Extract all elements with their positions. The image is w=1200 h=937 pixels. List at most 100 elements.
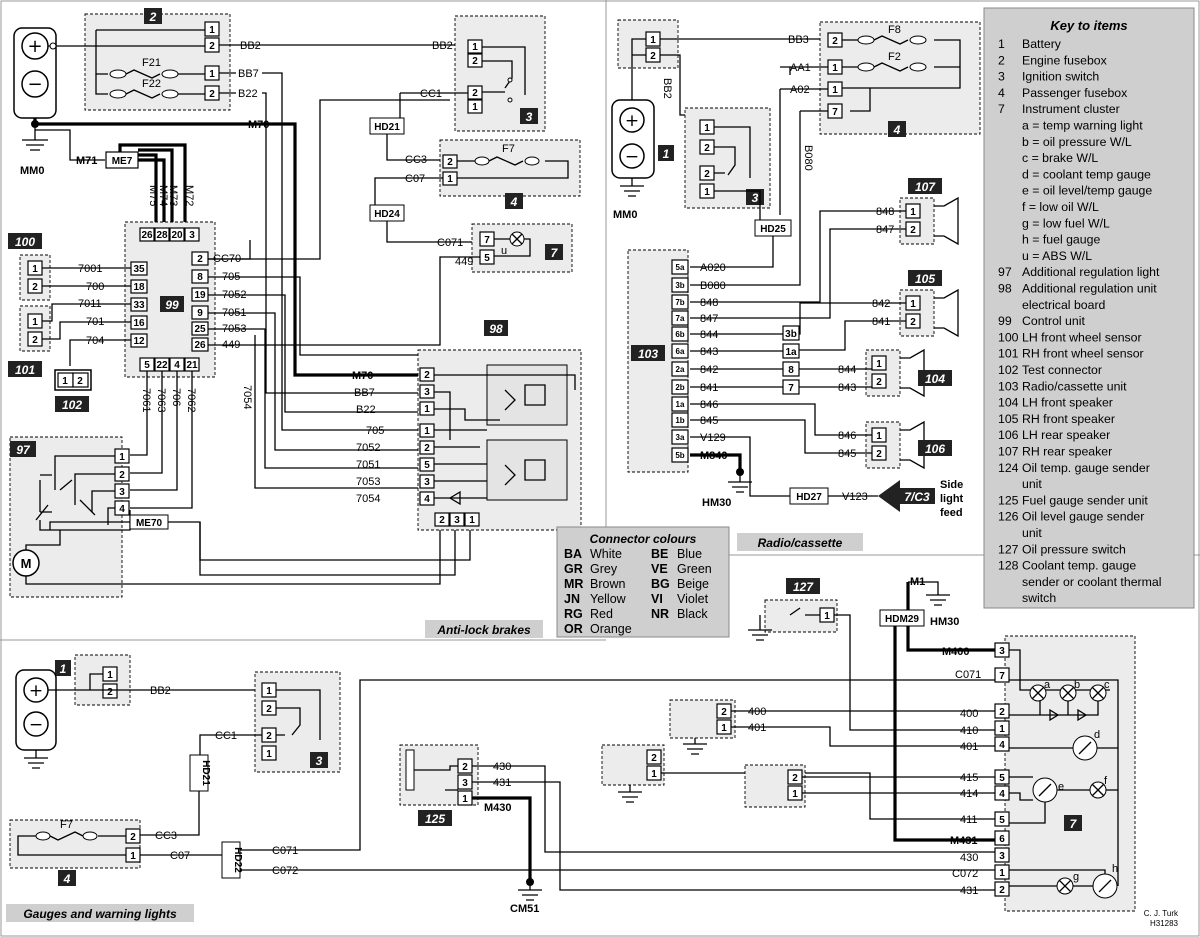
badge-4-text: 4 <box>510 195 518 209</box>
key-item-number: 127 <box>998 542 1019 556</box>
radio-wire-label: 842 <box>700 364 718 376</box>
cluster-pin <box>994 811 1010 827</box>
cluster-pin-label: 1 <box>999 724 1005 735</box>
svg-text:12: 12 <box>133 336 145 347</box>
badge-125-text: 125 <box>425 812 445 826</box>
svg-text:2: 2 <box>439 515 445 526</box>
svg-text:2: 2 <box>651 753 657 764</box>
svg-text:u: u <box>501 245 507 257</box>
key-item-text: RH front speaker <box>1022 412 1115 426</box>
svg-text:M70: M70 <box>352 370 373 382</box>
radio-wire-label: 847 <box>700 313 718 325</box>
cluster-pin <box>994 830 1010 846</box>
badge-99-text: 99 <box>165 298 179 312</box>
svg-text:7051: 7051 <box>222 307 246 319</box>
key-item-number: 99 <box>998 314 1012 328</box>
svg-text:1: 1 <box>107 670 113 681</box>
svg-text:BB2: BB2 <box>432 40 453 52</box>
radio-pin <box>671 396 689 412</box>
radio-wire-label: B080 <box>700 280 726 292</box>
svg-text:1: 1 <box>704 187 710 198</box>
key-item-number: 125 <box>998 493 1019 507</box>
key-item-text: d = coolant temp gauge <box>1022 167 1151 181</box>
svg-text:BB2: BB2 <box>150 685 171 697</box>
svg-text:M431: M431 <box>950 835 978 847</box>
svg-text:7001: 7001 <box>78 263 102 275</box>
svg-text:843: 843 <box>838 382 856 394</box>
svg-text:400: 400 <box>960 708 978 720</box>
radio-pin-label: 7a <box>676 314 685 323</box>
colour-code: RG <box>564 607 583 621</box>
svg-text:2: 2 <box>266 704 272 715</box>
svg-text:1: 1 <box>876 431 882 442</box>
svg-text:401: 401 <box>960 741 978 753</box>
cluster-pin <box>994 736 1010 752</box>
svg-text:7062: 7062 <box>185 388 197 412</box>
key-item-text: unit <box>1022 526 1042 540</box>
key-item-text: Test connector <box>1022 363 1102 377</box>
badge-105-text: 105 <box>915 272 935 286</box>
svg-text:401: 401 <box>748 722 766 734</box>
colour-name: Beige <box>677 577 709 591</box>
colour-name: White <box>590 547 622 561</box>
key-item-number: 103 <box>998 379 1019 393</box>
svg-text:7052: 7052 <box>356 442 380 454</box>
svg-text:1: 1 <box>704 123 710 134</box>
svg-text:F7: F7 <box>60 819 73 831</box>
svg-text:B22: B22 <box>356 404 376 416</box>
badge-7-gauges-text: 7 <box>1070 817 1078 831</box>
radio-pin-label: 5b <box>675 451 684 460</box>
badge-7c3-text: 7/C3 <box>904 490 930 504</box>
svg-text:1: 1 <box>32 264 38 275</box>
svg-text:1: 1 <box>447 174 453 185</box>
svg-text:2: 2 <box>119 470 125 481</box>
svg-text:−: − <box>29 715 43 735</box>
key-item-text: Instrument cluster <box>1022 102 1120 116</box>
badge-102-text: 102 <box>62 398 82 412</box>
svg-text:BB2: BB2 <box>240 40 261 52</box>
svg-text:21: 21 <box>186 360 198 371</box>
svg-text:7063: 7063 <box>155 388 167 412</box>
key-item-text: Oil temp. gauge sender <box>1022 461 1150 475</box>
svg-text:2: 2 <box>704 169 710 180</box>
key-item-number: 97 <box>998 265 1012 279</box>
cluster-pin-label: 2 <box>999 707 1005 718</box>
colour-code: OR <box>564 622 583 636</box>
radio-pin <box>671 326 689 342</box>
key-item-number: 98 <box>998 282 1012 296</box>
badge-98-text: 98 <box>489 322 503 336</box>
key-item-text: Radio/cassette unit <box>1022 379 1127 393</box>
key-item-text: LH front speaker <box>1022 396 1113 410</box>
colour-name: Orange <box>590 622 632 636</box>
svg-text:414: 414 <box>960 788 978 800</box>
svg-text:−: − <box>27 74 42 95</box>
cluster-pin-label: 4 <box>999 789 1005 800</box>
battery-1-radio: + − <box>611 99 655 179</box>
speaker-105-icon <box>934 288 959 338</box>
svg-text:3: 3 <box>462 778 468 789</box>
svg-text:3: 3 <box>189 230 195 241</box>
colour-code: MR <box>564 577 583 591</box>
svg-text:2: 2 <box>107 687 113 698</box>
svg-text:1: 1 <box>824 611 830 622</box>
svg-text:a: a <box>1044 679 1051 691</box>
badge-7-text: 7 <box>551 246 559 260</box>
svg-text:HD24: HD24 <box>374 209 400 220</box>
radio-pin <box>671 447 689 463</box>
key-item-text: Additional regulation unit <box>1022 282 1157 296</box>
svg-text:2: 2 <box>721 707 727 718</box>
svg-text:700: 700 <box>86 281 104 293</box>
svg-text:M75: M75 <box>147 185 159 206</box>
svg-text:BB7: BB7 <box>238 68 259 80</box>
svg-text:M71: M71 <box>76 155 97 167</box>
svg-text:704: 704 <box>86 335 104 347</box>
colour-code: BE <box>651 547 668 561</box>
radio-pin <box>671 277 689 293</box>
key-item-text: LH rear speaker <box>1022 428 1110 442</box>
svg-text:430: 430 <box>960 852 978 864</box>
cluster-pin-label: 3 <box>999 646 1005 657</box>
svg-text:F7: F7 <box>502 143 515 155</box>
